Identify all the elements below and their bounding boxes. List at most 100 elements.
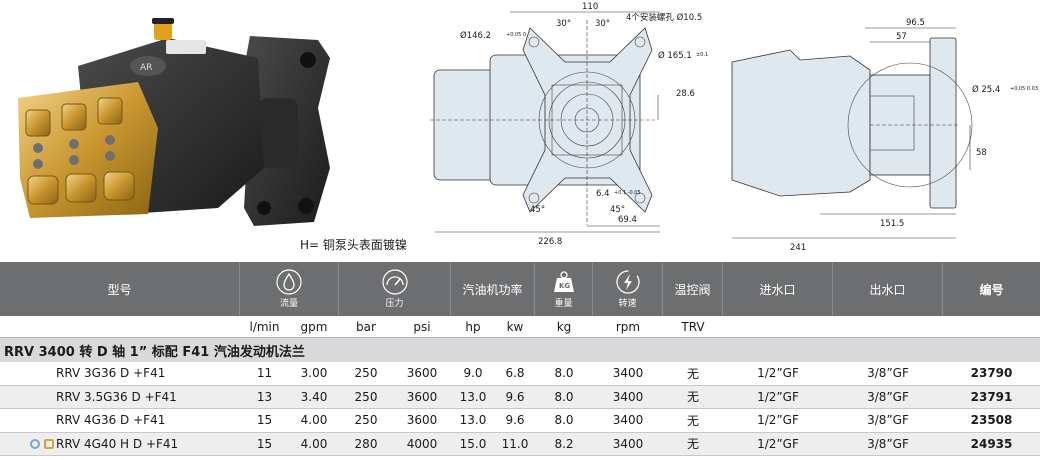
cell-kg: 8.0	[554, 413, 574, 428]
cell-trv: 无	[686, 390, 699, 405]
cell-code: 23790	[970, 366, 1013, 381]
cell-code: 23508	[970, 413, 1013, 428]
cell-kg: 8.0	[554, 366, 574, 381]
header-code: 编号	[979, 282, 1004, 297]
dim-96-5: 96.5	[906, 18, 925, 28]
cell-gpm: 4.00	[300, 436, 328, 451]
cell-model: RRV 4G40 H D +F41	[0, 437, 240, 451]
dim-angle-bottom-right: 45°	[610, 205, 625, 215]
cell-lmin: 13	[256, 389, 273, 404]
cell-inlet: 1/2”GF	[757, 389, 799, 404]
nickel-plated-circle-icon	[30, 438, 40, 449]
cell-kw: 9.6	[505, 389, 525, 404]
dim-dia-25-4: Ø 25.4	[972, 84, 1000, 95]
dim-mount-holes: 4个安装螺孔 Ø10.5	[626, 12, 702, 23]
cell-psi: 3600	[406, 389, 438, 404]
dim-dia-146-tol: +0.05 0	[506, 32, 526, 38]
cell-outlet: 3/8”GF	[867, 413, 909, 428]
speed-icon	[615, 270, 640, 294]
cell-code: 23791	[970, 389, 1013, 404]
svg-text:KG: KG	[559, 282, 570, 290]
unit-trv: TRV	[681, 319, 705, 334]
cell-model: RRV 4G36 D +F41	[56, 413, 166, 428]
cell-kw: 9.6	[505, 413, 525, 428]
header-pressure: 压力	[339, 262, 451, 316]
cell-trv: 无	[686, 366, 699, 381]
dim-angle-right: 30°	[595, 19, 610, 29]
cell-rpm: 3400	[612, 389, 644, 404]
cell-inlet: 1/2”GF	[757, 413, 799, 428]
cell-hp: 13.0	[459, 389, 487, 404]
cell-lmin: 15	[256, 413, 273, 428]
table-row: RRV 3.5G36 D +F41 13 3.40 250 3600 13.0 …	[0, 385, 1040, 409]
cell-kg: 8.2	[554, 436, 574, 451]
cell-gpm: 4.00	[300, 413, 328, 428]
section-title: RRV 3400 转 D 轴 1” 标配 F41 汽油发动机法兰	[0, 337, 1040, 362]
front-view-drawing: 110 30° 30° 4个安装螺孔 Ø10.5 Ø146.2 +0.05 0 …	[430, 2, 708, 247]
water-drop-icon	[276, 269, 302, 295]
gauge-icon	[381, 269, 408, 295]
dim-angle-bottom-left: 45°	[530, 205, 545, 215]
cell-bar: 250	[354, 413, 378, 428]
cell-rpm: 3400	[612, 366, 644, 381]
dim-6-4-tol: +0.1 -0.05	[614, 190, 641, 196]
table-row: RRV 4G36 D +F41 15 4.00 250 3600 13.0 9.…	[0, 409, 1040, 433]
table-header: 型号 流量 压力 汽油机功率 KG 重量 转速 温控阀 进水口 出水口 编号	[0, 262, 1040, 316]
header-trv: 温控阀	[663, 262, 723, 316]
cell-model: RRV 3.5G36 D +F41	[56, 389, 177, 404]
dim-226-8: 226.8	[538, 237, 562, 247]
cell-hp: 13.0	[459, 413, 487, 428]
cell-kw: 6.8	[505, 366, 525, 381]
cell-inlet: 1/2”GF	[757, 436, 799, 451]
cell-outlet: 3/8”GF	[867, 366, 909, 381]
side-view-drawing: 96.5 57 Ø 25.4 +0.05 0.03 58 151.5 241	[731, 18, 1038, 253]
cell-model: RRV 3G36 D +F41	[56, 366, 166, 381]
cell-kw: 11.0	[501, 436, 529, 451]
model-marks	[30, 438, 54, 449]
cell-outlet: 3/8”GF	[867, 389, 909, 404]
dim-58: 58	[976, 148, 987, 158]
spec-table: 型号 流量 压力 汽油机功率 KG 重量 转速 温控阀 进水口 出水口 编号 l…	[0, 262, 1040, 456]
dim-dia-146: Ø146.2	[460, 30, 491, 41]
unit-hp: hp	[465, 319, 481, 334]
unit-gpm: gpm	[300, 319, 328, 334]
cell-inlet: 1/2”GF	[757, 366, 799, 381]
dim-6-4: 6.4	[596, 189, 610, 199]
cell-hp: 15.0	[459, 436, 487, 451]
cell-psi: 3600	[406, 366, 438, 381]
dim-241: 241	[790, 243, 806, 253]
unit-lmin: l/min	[249, 319, 280, 334]
dim-28-6: 28.6	[676, 89, 695, 99]
cell-lmin: 15	[256, 436, 273, 451]
cell-hp: 9.0	[463, 366, 483, 381]
cell-gpm: 3.40	[300, 389, 328, 404]
dim-151-5: 151.5	[880, 219, 904, 229]
unit-rpm: rpm	[615, 319, 641, 334]
cell-lmin: 11	[256, 366, 273, 381]
dim-dia-165: Ø 165.1	[658, 50, 692, 61]
brass-square-icon	[44, 438, 54, 449]
table-row: RRV 3G36 D +F41 11 3.00 250 3600 9.0 6.8…	[0, 362, 1040, 386]
weight-icon: KG	[553, 271, 574, 292]
cell-trv: 无	[686, 437, 699, 452]
header-weight: KG 重量	[535, 262, 593, 316]
dim-69-4: 69.4	[618, 215, 637, 225]
dim-dia-25-4-tol: +0.05 0.03	[1010, 86, 1038, 92]
units-row: l/min gpm bar psi hp kw kg rpm TRV	[0, 316, 1040, 337]
cell-bar: 250	[354, 389, 378, 404]
header-power: 汽油机功率	[451, 262, 535, 316]
cell-bar: 280	[354, 436, 378, 451]
svg-text:AR: AR	[140, 63, 152, 73]
dim-57: 57	[896, 32, 907, 42]
unit-kg: kg	[556, 319, 572, 334]
cell-gpm: 3.00	[300, 366, 328, 381]
cell-code: 24935	[970, 436, 1013, 451]
cell-rpm: 3400	[612, 413, 644, 428]
header-outlet: 出水口	[833, 262, 943, 316]
unit-bar: bar	[356, 319, 376, 334]
pump-photo: AR	[18, 18, 330, 226]
cell-trv: 无	[686, 413, 699, 428]
table-row: RRV 4G40 H D +F41 15 4.00 280 4000 15.0 …	[0, 432, 1040, 456]
cell-outlet: 3/8”GF	[867, 436, 909, 451]
dim-110: 110	[582, 2, 598, 12]
